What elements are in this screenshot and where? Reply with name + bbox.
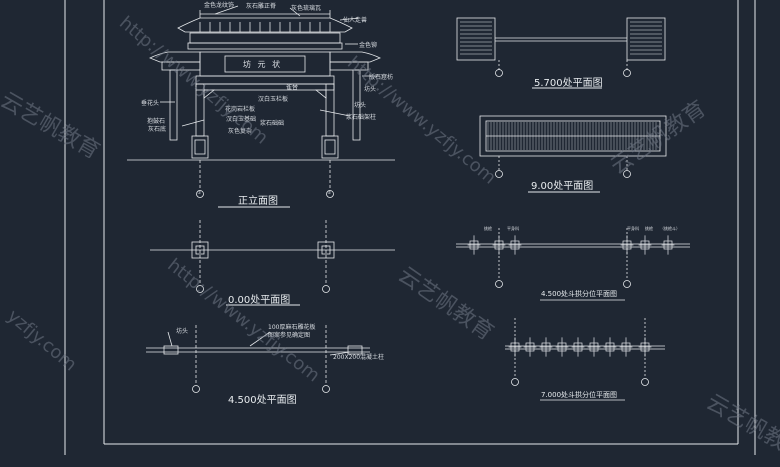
- bracket-7000-title: 7.000处斗拱分位平面图: [541, 391, 618, 399]
- callout-granite-panel: 花岗岩栏板: [225, 106, 256, 113]
- sheet-frame: [64, 0, 756, 455]
- callout-hanging-flower: 垂花头: [141, 100, 160, 107]
- axis-label-a: ①: [197, 190, 202, 196]
- plan-000-title: 0.00处平面图: [228, 295, 291, 306]
- dougong-bracket: [508, 235, 522, 255]
- elevation-drawing: [127, 5, 395, 198]
- dougong-bracket: [603, 337, 617, 357]
- dougong-bracket: [661, 235, 675, 255]
- callout-stone-beam: 版石窟枋: [369, 74, 394, 81]
- callout-roof-figures: 仙人走兽: [343, 17, 368, 24]
- dougong-bracket: [508, 337, 522, 357]
- plan4500-pattern-ref: 图案参见确定图: [268, 332, 311, 339]
- callout-drum-stone: 抱鼓石: [147, 118, 166, 125]
- plan-900-title: 9.00处平面图: [531, 181, 594, 192]
- callout-queti: 雀替: [286, 84, 299, 91]
- callout-marble-foundation: 汉白玉基础: [226, 116, 257, 123]
- callout-column: 浆石础架柱: [346, 114, 377, 121]
- plan-5700-hatch: [460, 21, 662, 55]
- dougong-bracket: [571, 337, 585, 357]
- dougong-bracket: [638, 337, 652, 357]
- callout-grey-complex: 灰色复杂: [228, 128, 253, 135]
- dougong-bracket: [620, 235, 634, 255]
- dougong-bracket: [492, 235, 506, 255]
- bracket-4500-drawing: [456, 228, 690, 288]
- bracket-4500-sets: [467, 235, 675, 255]
- bracket-4500-title: 4.500处斗拱分位平面图: [541, 290, 618, 298]
- cad-drawing-canvas: [64, 0, 756, 455]
- bracket-7000-sets: [508, 337, 652, 357]
- bracket-label-2: 平身科: [507, 226, 519, 231]
- bracket-label-4: 挑檐: [645, 226, 653, 231]
- callout-stone-plinth: 浆石础础: [260, 120, 285, 127]
- plan-5700-drawing: [456, 17, 666, 77]
- plan-5700-title: 5.700处平面图: [534, 78, 603, 89]
- callout-dragon-ornament: 金色龙纹饰: [204, 2, 235, 9]
- dougong-bracket: [467, 235, 481, 255]
- dougong-bracket: [523, 337, 537, 357]
- callout-ridge: 灰石雕正脊: [246, 3, 277, 10]
- plan4500-beam-end: 坊头: [176, 328, 189, 335]
- callout-grey-base: 灰石底: [148, 126, 167, 133]
- callout-glazed-tile: 灰色琉璃瓦: [291, 5, 322, 12]
- dougong-bracket: [587, 337, 601, 357]
- elevation-title: 正立面图: [238, 196, 278, 207]
- bracket-label-1: 挑檐: [484, 226, 492, 231]
- plan-4500-drawing: [146, 325, 370, 393]
- bracket-7000-drawing: [505, 318, 665, 386]
- plan4500-concrete-column: 200X200混凝土柱: [333, 354, 385, 361]
- bracket-label-3: 平身科: [627, 226, 639, 231]
- callout-beam-end-1: 坊头: [364, 86, 377, 93]
- callout-gold-rivet: 金色铆: [359, 42, 378, 49]
- bracket-label-5: （挑檐斗）: [660, 226, 680, 231]
- dougong-bracket: [539, 337, 553, 357]
- dougong-bracket: [619, 337, 633, 357]
- dougong-bracket: [555, 337, 569, 357]
- plaque-text: 坊 元 状: [243, 60, 283, 69]
- plan-000-drawing: [150, 220, 395, 293]
- callout-beam-end-2: 坊头: [354, 102, 367, 109]
- callout-marble-panel: 汉白玉栏板: [258, 96, 289, 103]
- plan-4500-title: 4.500处平面图: [228, 395, 297, 406]
- axis-label-b: ②: [327, 190, 332, 196]
- dougong-bracket: [638, 235, 652, 255]
- plan-900-hatch: [487, 122, 657, 150]
- plan4500-carved-panel: 100厚麻石雕花板: [268, 324, 316, 331]
- plan-900-drawing: [479, 115, 667, 178]
